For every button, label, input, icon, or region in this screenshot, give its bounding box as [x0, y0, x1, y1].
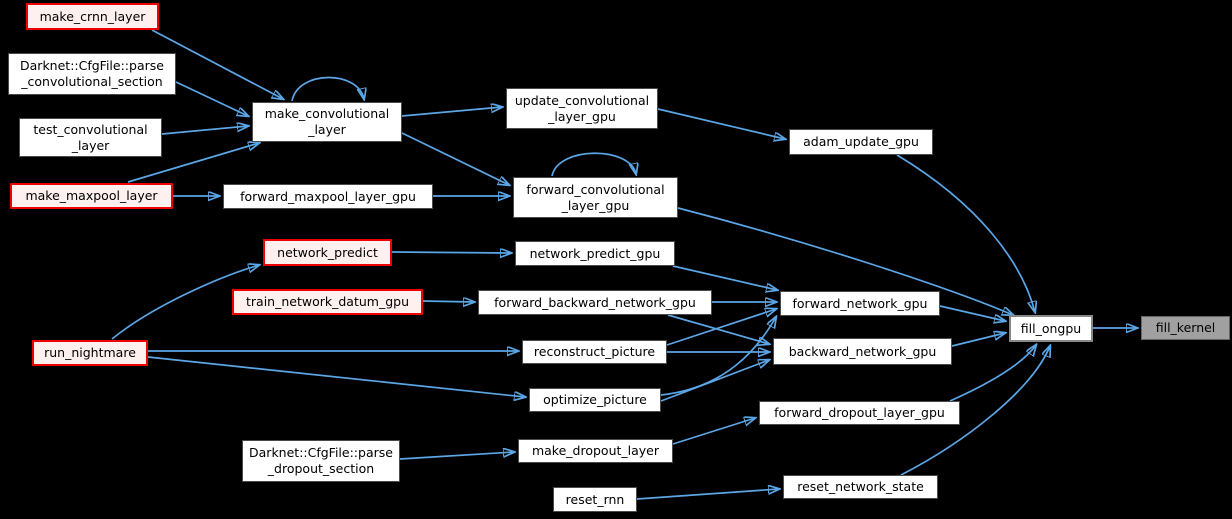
edge-make-dropout-layer--forward-dropout-layer-gpu: [672, 418, 755, 445]
node-label: make_crnn_layer: [39, 8, 146, 24]
node-reset-rnn[interactable]: reset_rnn: [553, 487, 637, 512]
edge-optimize-picture--backward-network-gpu: [660, 360, 769, 402]
node-test-convolutional-layer[interactable]: test_convolutional _layer: [19, 118, 162, 157]
edge-reset-rnn--reset-network-state: [636, 489, 779, 500]
edge-make-maxpool-layer--make-convolutional-layer: [127, 143, 259, 183]
node-label: forward_maxpool_layer_gpu: [240, 188, 416, 204]
node-make-dropout-layer[interactable]: make_dropout_layer: [518, 439, 673, 463]
edge-run-nightmare--network-predict: [111, 265, 259, 340]
edge-adam-update-gpu--fill-ongpu: [896, 154, 1035, 312]
node-label: network_predict: [277, 244, 378, 260]
node-forward-maxpool-layer-gpu[interactable]: forward_maxpool_layer_gpu: [223, 184, 433, 209]
edge-parse-convolutional-section--make-convolutional-layer: [175, 81, 248, 116]
edge-train-network-datum-gpu--forward-backward-network-gpu: [422, 301, 474, 302]
node-label: update_convolutional _layer_gpu: [514, 92, 650, 124]
edge-run-nightmare--optimize-picture: [147, 356, 525, 397]
node-label: backward_network_gpu: [788, 343, 937, 359]
node-backward-network-gpu[interactable]: backward_network_gpu: [773, 338, 952, 365]
node-label: forward_network_gpu: [792, 295, 928, 311]
edge-forward-dropout-layer-gpu--fill-ongpu: [949, 345, 1036, 402]
node-label: fill_kernel: [1155, 320, 1216, 335]
node-update-convolutional-layer-gpu[interactable]: update_convolutional _layer_gpu: [506, 88, 658, 129]
node-forward-convolutional-layer-gpu[interactable]: forward_convolutional _layer_gpu: [513, 177, 678, 218]
edge-update-convolutional-layer-gpu--adam-update-gpu: [657, 108, 785, 139]
node-train-network-datum-gpu[interactable]: train_network_datum_gpu: [232, 289, 423, 315]
node-make-maxpool-layer[interactable]: make_maxpool_layer: [10, 183, 173, 209]
node-adam-update-gpu[interactable]: adam_update_gpu: [789, 129, 933, 155]
node-label: make_maxpool_layer: [25, 188, 158, 203]
node-label: Darknet::CfgFile::parse _dropout_section: [249, 445, 393, 476]
edge-make-crnn-layer--make-convolutional-layer: [151, 29, 283, 99]
node-fill-ongpu[interactable]: fill_ongpu: [1009, 315, 1093, 342]
edge-make-convolutional-layer--update-convolutional-layer-gpu: [401, 107, 502, 117]
node-network-predict-gpu[interactable]: network_predict_gpu: [515, 241, 675, 266]
edge-reset-network-state--fill-ongpu: [900, 346, 1050, 476]
edge-forward-backward-network-gpu--backward-network-gpu: [667, 314, 769, 344]
node-reset-network-state[interactable]: reset_network_state: [783, 475, 938, 499]
node-label: forward_backward_network_gpu: [494, 294, 696, 310]
node-label: test_convolutional _layer: [33, 121, 148, 153]
edge-optimize-picture--forward-network-gpu: [660, 317, 776, 396]
edge-parse-dropout-section--make-dropout-layer: [399, 452, 514, 460]
node-label: optimize_picture: [543, 392, 647, 407]
node-label: forward_dropout_layer_gpu: [774, 405, 945, 420]
node-label: forward_convolutional _layer_gpu: [526, 181, 665, 213]
node-optimize-picture[interactable]: optimize_picture: [529, 388, 661, 412]
edge-test-convolutional-layer--make-convolutional-layer: [161, 126, 248, 135]
node-make-convolutional-layer[interactable]: make_convolutional _layer: [252, 102, 402, 142]
node-network-predict[interactable]: network_predict: [263, 239, 392, 266]
node-label: reconstruct_picture: [533, 344, 656, 359]
node-label: network_predict_gpu: [529, 245, 661, 261]
node-parse-dropout-section[interactable]: Darknet::CfgFile::parse _dropout_section: [242, 440, 400, 482]
node-run-nightmare[interactable]: run_nightmare: [32, 340, 148, 366]
edge-network-predict--network-predict-gpu: [391, 252, 511, 253]
node-label: reset_rnn: [565, 491, 625, 507]
node-label: reset_network_state: [797, 479, 924, 494]
node-label: fill_ongpu: [1020, 320, 1082, 336]
edge-make-convolutional-layer--forward-convolutional-layer-gpu: [401, 132, 509, 185]
node-parse-convolutional-section[interactable]: Darknet::CfgFile::parse _convolutional_s…: [8, 53, 176, 95]
edge-forward-network-gpu--fill-ongpu: [939, 305, 1005, 321]
node-fill-kernel: fill_kernel: [1141, 316, 1230, 340]
node-make-crnn-layer[interactable]: make_crnn_layer: [26, 3, 159, 30]
edge-network-predict-gpu--forward-network-gpu: [672, 265, 777, 290]
edge-forward-convolutional-layer-gpu--self-loop: [551, 152, 636, 176]
node-label: make_dropout_layer: [531, 443, 660, 458]
node-label: train_network_datum_gpu: [246, 294, 409, 309]
node-label: make_convolutional _layer: [264, 106, 390, 137]
node-label: Darknet::CfgFile::parse _convolutional_s…: [20, 58, 164, 89]
node-label: run_nightmare: [44, 345, 136, 360]
edge-forward-convolutional-layer-gpu--fill-ongpu: [677, 207, 1013, 315]
edge-make-convolutional-layer--self-loop: [291, 76, 364, 101]
edge-backward-network-gpu--fill-ongpu: [951, 333, 1005, 347]
node-forward-network-gpu[interactable]: forward_network_gpu: [780, 291, 940, 316]
node-forward-backward-network-gpu[interactable]: forward_backward_network_gpu: [478, 290, 712, 315]
node-label: adam_update_gpu: [803, 134, 919, 149]
node-forward-dropout-layer-gpu[interactable]: forward_dropout_layer_gpu: [759, 401, 960, 425]
edge-reconstruct-picture--forward-network-gpu: [666, 309, 776, 346]
node-reconstruct-picture[interactable]: reconstruct_picture: [522, 340, 667, 364]
